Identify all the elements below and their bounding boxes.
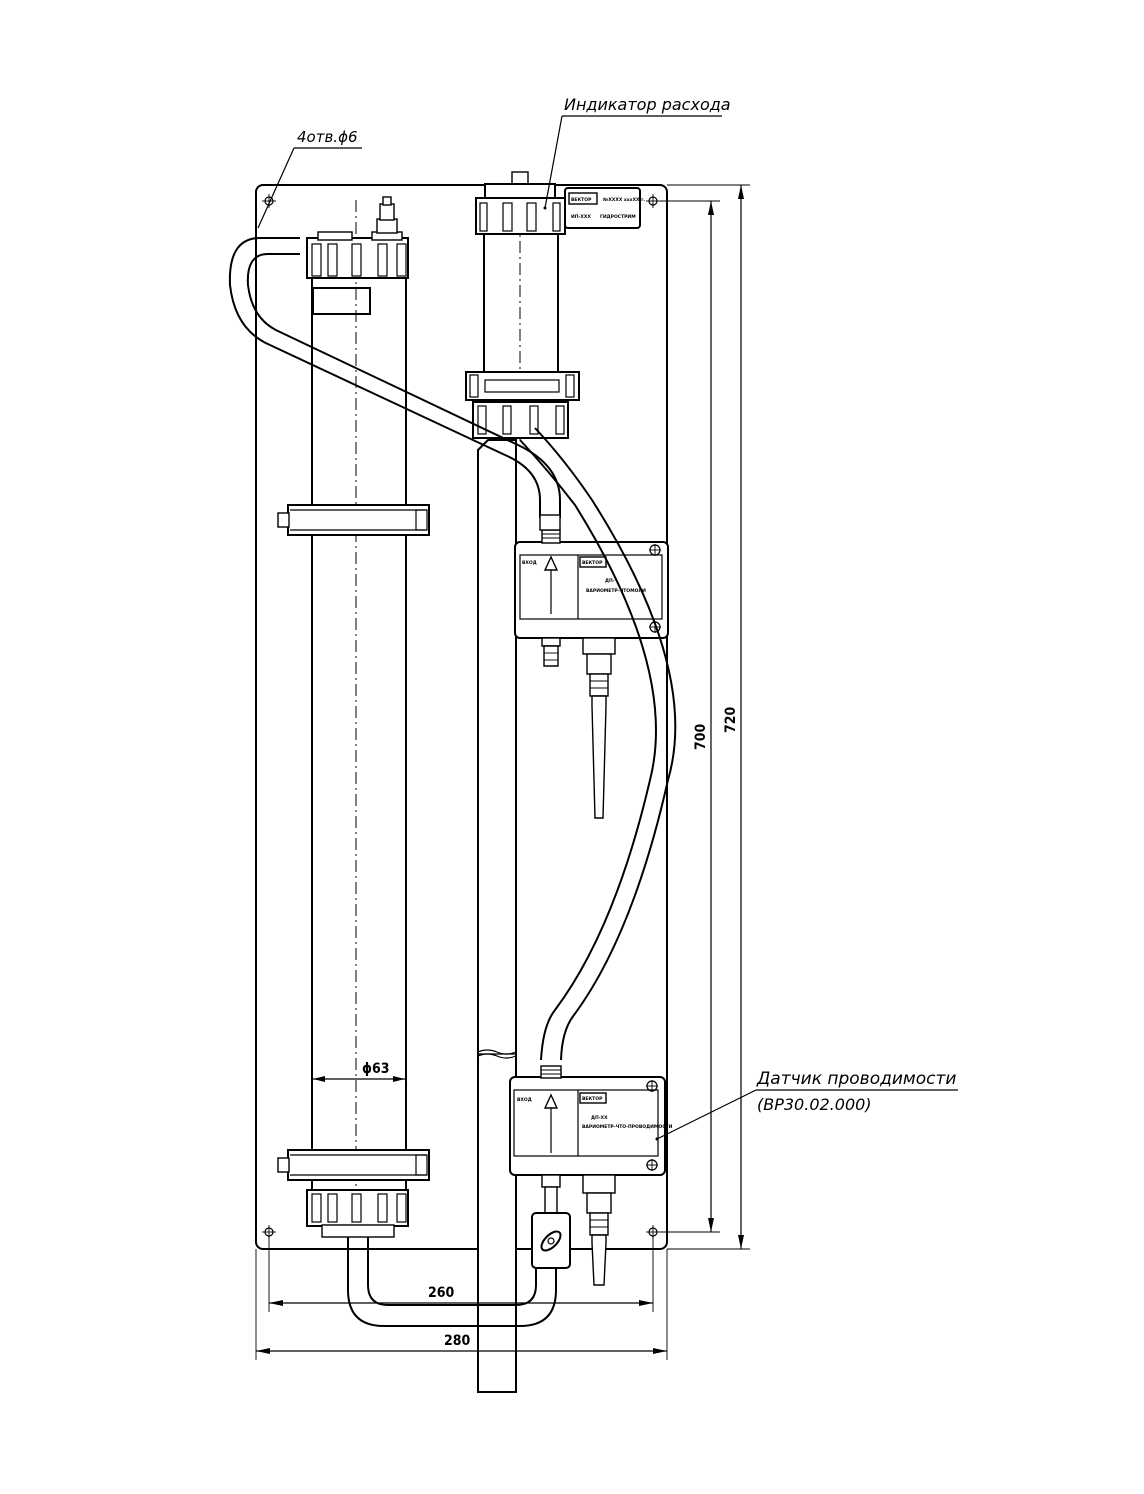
upper-sensor-model: ДП- [605,578,615,584]
curved-hose [228,237,677,1061]
conductivity-sensor-label: Датчик проводимости [756,1069,956,1089]
dimension-700-label: 700 [693,723,709,750]
dimension-720: 720 [667,184,750,1250]
conductivity-sensor-code: (ВР30.02.000) [757,1095,872,1114]
diameter-dimension: ϕ63 [313,1061,405,1082]
dimension-720-label: 720 [723,706,739,733]
dimension-280: 280 [255,1249,668,1360]
dimension-260: 260 [268,1237,654,1312]
valve [531,1212,571,1269]
lower-sensor-name: ВАРИОМЕТР-ЧТО-ПРОВОДИМОСТИ [582,1124,673,1130]
upper-sensor-brand: ВЕКТОР [582,560,603,566]
dimension-280-label: 280 [444,1333,471,1349]
drain-pipe [477,439,517,1393]
upper-sensor-in: ВХОД [522,560,537,566]
diameter-label: ϕ63 [362,1061,390,1077]
flow-indicator-callout: Индикатор расхода [543,95,731,210]
indicator-model: ИП-ХХХ [571,214,591,220]
lower-sensor-in: ВХОД [517,1097,532,1103]
indicator-brand: ВЕКТОР [571,197,592,203]
lower-sensor-brand: ВЕКТОР [582,1096,603,1102]
holes-callout: 4отв.ϕ6 [257,128,362,229]
dimension-260-label: 260 [428,1285,455,1301]
lower-sensor-model: ДП-ХХ [591,1115,608,1121]
lower-sensor: ВХОД ВЕКТОР ДП-ХХ ВАРИОМЕТР-ЧТО-ПРОВОДИМ… [509,1065,673,1286]
indicator-nameplate: ВЕКТОР №ХХХХ хххХХ г. ИП-ХХХ ГИДРОСТРИМ [564,187,645,229]
indicator-serial: №ХХХХ хххХХ г. [602,197,645,203]
mounting-holes [262,194,660,1239]
flow-indicator-label: Индикатор расхода [564,95,731,114]
mounting-panel [255,184,668,1250]
filter-column [277,196,430,1238]
conductivity-sensor-callout: Датчик проводимости (ВР30.02.000) [655,1069,958,1141]
dimension-700: 700 [660,200,720,1233]
holes-label: 4отв.ϕ6 [297,128,358,146]
indicator-name: ГИДРОСТРИМ [600,214,636,220]
upper-sensor-name: ВАРИОМЕТР-ЧТОМОЛИ [586,588,646,594]
upper-sensor: ВХОД ВЕКТОР ДП- ВАРИОМЕТР-ЧТОМОЛИ [514,529,669,819]
flow-indicator [465,171,580,440]
bottom-u-pipe [347,1237,557,1327]
